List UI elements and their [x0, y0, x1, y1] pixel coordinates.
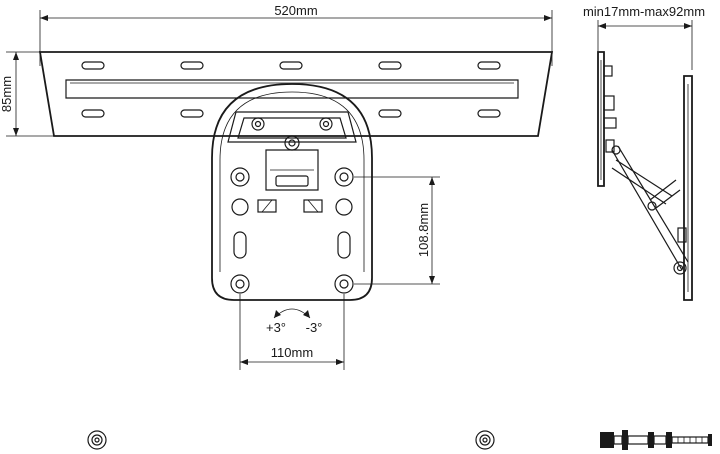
- horizontal-spacing-dimension: 110mm: [239, 294, 345, 370]
- tilt-indicator: +3° -3°: [266, 308, 323, 335]
- vertical-spacing-label: 108.8mm: [416, 203, 431, 257]
- vertical-spacing-dimension: 108.8mm: [354, 176, 440, 285]
- width-label: 520mm: [274, 3, 317, 18]
- side-profile-view: min17mm-max92mm: [583, 4, 705, 301]
- tv-plate: [211, 83, 373, 301]
- accessory-washer-right: [475, 430, 495, 450]
- horizontal-spacing-label: 110mm: [271, 345, 313, 360]
- tilt-minus-label: -3°: [306, 320, 323, 335]
- height-label: 85mm: [0, 76, 14, 112]
- tilt-plus-label: +3°: [266, 320, 286, 335]
- depth-label: min17mm-max92mm: [583, 4, 705, 19]
- wall-rail: [38, 51, 554, 137]
- accessory-washer-left: [87, 430, 107, 450]
- width-dimension: 520mm: [39, 3, 553, 66]
- height-dimension: 85mm: [0, 51, 60, 137]
- accessory-bolt: [600, 430, 712, 450]
